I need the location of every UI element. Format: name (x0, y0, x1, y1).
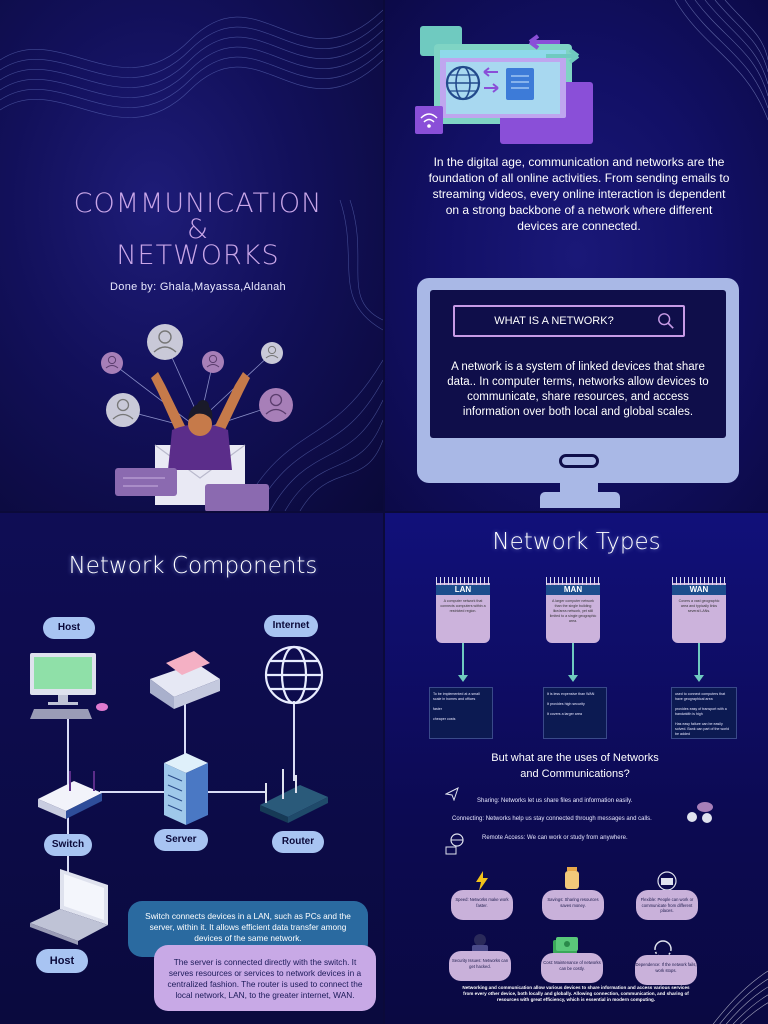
chip-savings: Savings: Sharing resources saves money. (542, 890, 604, 920)
wan-card-title: WAN (672, 585, 726, 595)
intro-paragraph: In the digital age, communication and ne… (428, 155, 730, 233)
chip-cost: Cost: Maintenance of networks can be cos… (541, 953, 603, 983)
use-sharing: Sharing: Networks let us share files and… (477, 798, 633, 804)
monitor-neck (560, 483, 598, 493)
search-icon (658, 313, 674, 329)
title-line-2: & (186, 214, 210, 245)
remote-access-icon (445, 833, 464, 855)
wan-arrow-head (694, 675, 704, 682)
lan-features: To be implemented at a small scale in ho… (429, 687, 493, 739)
chip-security: Security Issues: Networks can get hacked… (449, 951, 511, 981)
switch-icon (38, 771, 102, 819)
flexible-work-icon (657, 871, 677, 891)
switch-label: Switch (44, 834, 92, 856)
monitor-screen: WHAT IS A NETWORK? A network is a system… (430, 290, 726, 438)
chat-people-icon (687, 802, 713, 823)
host-bottom-label: Host (36, 949, 88, 973)
server-label: Server (154, 829, 208, 851)
server-note: The server is connected directly with th… (154, 945, 376, 1011)
laptop-icon (30, 869, 108, 945)
globe-icon (264, 645, 324, 705)
wire-printer-server (184, 698, 186, 758)
wire-switch-server (100, 791, 164, 793)
internet-label: Internet (264, 615, 318, 637)
monitor-button (559, 454, 599, 468)
hacker-icon (472, 934, 488, 953)
man-card: MAN A larger computer network than the s… (546, 577, 600, 643)
lan-card-desc: A computer network that connects compute… (440, 599, 486, 613)
people-network-illustration (101, 324, 293, 511)
title-line-3: NETWORKS (116, 240, 280, 271)
components-title: Network Components (68, 553, 318, 579)
uses-title: But what are the uses of Networks and Co… (475, 750, 675, 782)
wan-card: WAN Covers a vast geographic area and ty… (672, 577, 726, 643)
use-remote-access: Remote Access: We can work or study from… (482, 835, 628, 841)
wan-features: used to connect computers that have geog… (671, 687, 737, 739)
money-icon (553, 937, 578, 954)
types-panel: Network Types LAN A computer network tha… (385, 513, 768, 1024)
wan-arrow (698, 643, 700, 677)
network-definition: A network is a system of linked devices … (447, 361, 709, 418)
server-icon (164, 753, 208, 825)
wan-card-desc: Covers a vast geographic area and typica… (678, 599, 720, 613)
wan-feature: used to connect computers that have geog… (675, 692, 726, 701)
lan-arrow-head (458, 675, 468, 682)
wave-lines-decoration (712, 970, 768, 1024)
man-card-desc: A larger computer network than the singl… (549, 599, 597, 623)
types-title: Network Types (492, 529, 661, 555)
about-panel: In the digital age, communication and ne… (385, 0, 768, 511)
lan-card-title: LAN (436, 585, 490, 595)
wire-host-switch (67, 713, 69, 788)
man-card-title: MAN (546, 585, 600, 595)
lan-feature: cheaper costs (433, 717, 456, 721)
lightning-icon (476, 871, 488, 891)
router-label: Router (272, 831, 324, 853)
host-top-label: Host (43, 617, 95, 639)
wire-internet-router (293, 701, 295, 781)
wire-server-router (208, 791, 266, 793)
wan-feature: Has easy failure can be easily solved. B… (675, 722, 730, 736)
title-panel: COMMUNICATION & NETWORKS Done by: Ghala,… (0, 0, 383, 511)
wan-feature: provides easy of transport with a bandwi… (675, 707, 727, 716)
man-arrow-head (568, 675, 578, 682)
chip-speed: Speed: Networks make work faster. (451, 890, 513, 920)
man-feature: It is less expensive than WAN (547, 692, 595, 696)
lan-feature: To be implemented at a small scale in ho… (433, 692, 480, 701)
wave-lines-decoration (674, 0, 768, 121)
man-arrow (572, 643, 574, 677)
chip-dependence: Dependence: If the network fails, work s… (635, 955, 697, 985)
man-feature: It provides high security (547, 702, 585, 706)
monitor-stand (540, 492, 620, 508)
monitor-illustration: WHAT IS A NETWORK? A network is a system… (417, 278, 739, 483)
savings-jar-icon (565, 867, 579, 889)
search-label: WHAT IS A NETWORK? (494, 315, 614, 327)
search-box: WHAT IS A NETWORK? (453, 305, 685, 337)
uses-title-line-1: But what are the uses of Networks (491, 752, 659, 764)
chip-flexible: Flexible: People can work or communicate… (636, 890, 698, 920)
lan-feature: faster (433, 707, 442, 711)
conclusion-text: Networking and communication allow vario… (462, 985, 690, 1002)
components-panel: Network Components Host Internet Switch … (0, 513, 383, 1024)
web-browser-illustration (415, 26, 593, 144)
lan-card: LAN A computer network that connects com… (436, 577, 490, 643)
use-connecting: Connecting: Networks help us stay connec… (452, 816, 652, 822)
desktop-computer-icon (30, 653, 108, 719)
uses-title-line-2: and Communications? (520, 768, 630, 780)
wave-lines-decoration (0, 9, 383, 511)
send-icon (445, 787, 459, 801)
title-line-1: COMMUNICATION (73, 188, 323, 219)
lan-arrow (462, 643, 464, 677)
byline: Done by: Ghala,Mayassa,Aldanah (110, 281, 286, 293)
man-feature: It covers a larger area (547, 712, 582, 716)
man-features: It is less expensive than WAN It provide… (543, 687, 607, 739)
